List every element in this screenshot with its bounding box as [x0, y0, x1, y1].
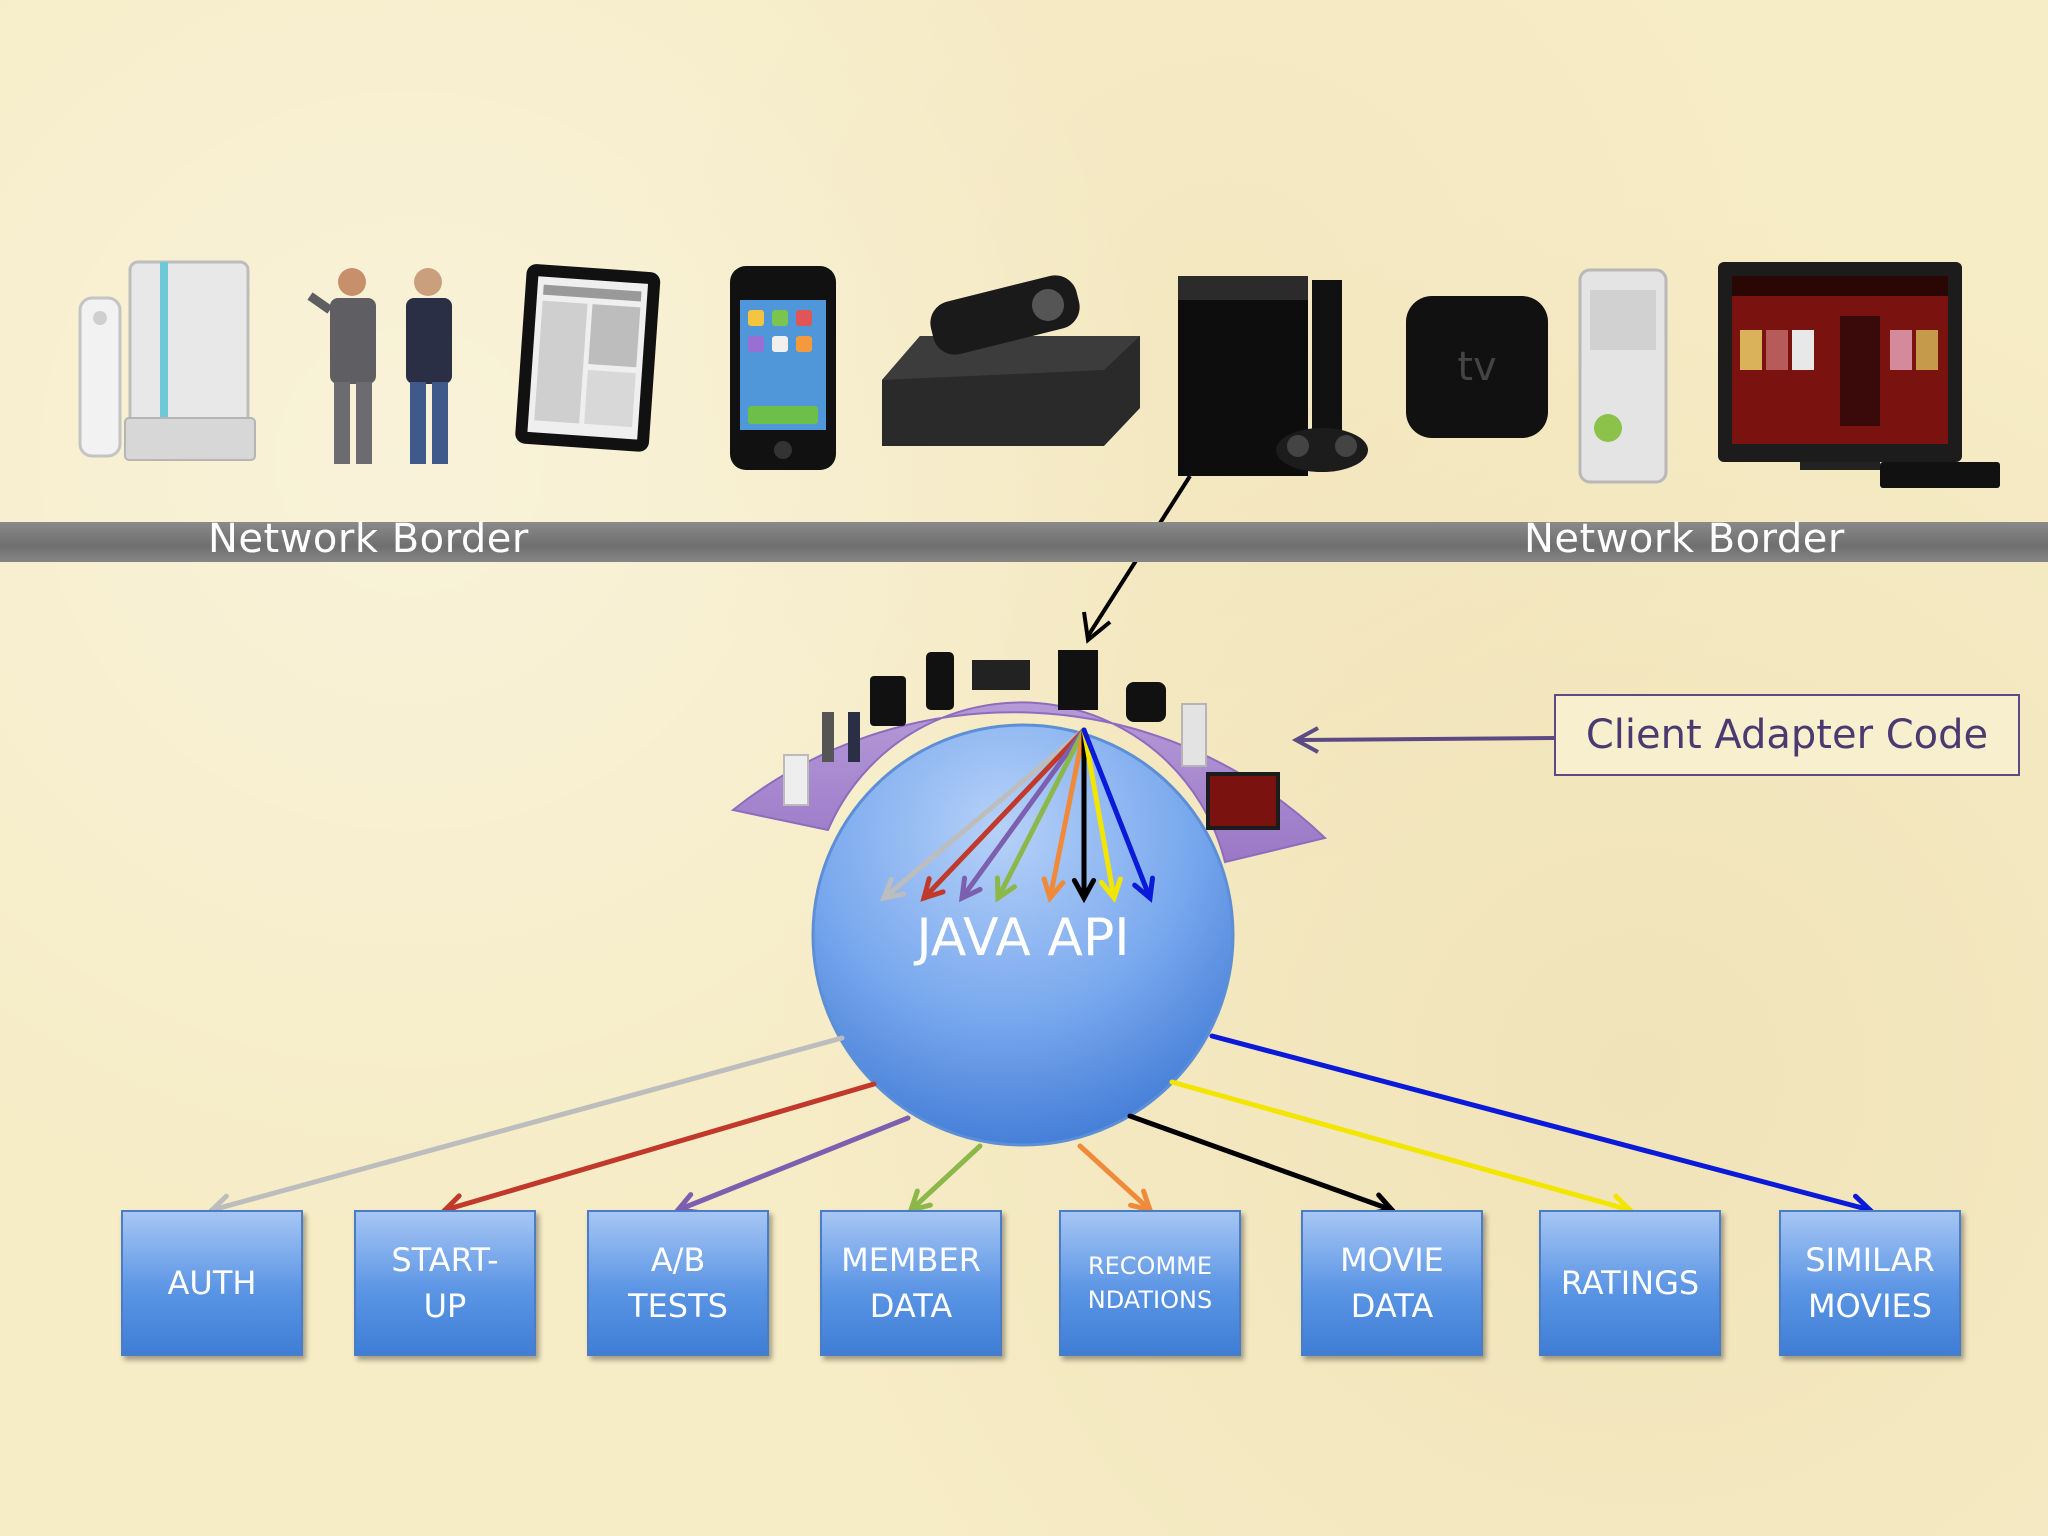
service-movie-data: MOVIE DATA [1301, 1210, 1483, 1356]
tv-icon [1718, 262, 2000, 488]
service-startup: START- UP [354, 1210, 536, 1356]
service-arrows [206, 1033, 1876, 1218]
internal-arrow-0 [880, 727, 1087, 902]
mini-roku-icon [972, 660, 1030, 690]
service-similar-movies: SIMILAR MOVIES [1779, 1210, 1961, 1356]
mini-tv-icon [1206, 772, 1280, 830]
internal-arrow-6 [1081, 727, 1123, 904]
internal-arrow-1 [920, 727, 1087, 902]
device-row: tv [78, 260, 2000, 488]
internal-arrow-2 [958, 727, 1087, 903]
internal-arrows [880, 727, 1156, 904]
service-auth: AUTH [121, 1210, 303, 1356]
mini-device-icons [783, 650, 1280, 830]
client-adapter-callout: Client Adapter Code [1554, 694, 2020, 776]
service-arrow-1 [439, 1081, 877, 1217]
client-adapter-fan [730, 701, 1328, 864]
internal-arrow-5 [1071, 727, 1097, 904]
service-recommendations: RECOMME NDATIONS [1059, 1210, 1241, 1356]
internal-arrow-4 [1041, 727, 1087, 904]
internal-arrow-7 [1081, 727, 1156, 903]
mini-iphone-icon [926, 652, 954, 710]
xbox-360-icon [1578, 268, 1668, 484]
mini-people-icon [822, 712, 834, 762]
mini-apple-tv-icon [1126, 682, 1166, 722]
wii-icon [78, 260, 256, 461]
apple-tv-icon: tv [1406, 296, 1548, 438]
network-border-band [0, 522, 2048, 562]
internal-arrow-3 [994, 727, 1087, 903]
service-ratings: RATINGS [1539, 1210, 1721, 1356]
service-member-data: MEMBER DATA [820, 1210, 1002, 1356]
roku-icon [882, 275, 1140, 446]
service-arrow-4 [1077, 1143, 1154, 1214]
mini-ipad-icon [870, 676, 906, 726]
network-border-left-label: Network Border [208, 516, 529, 562]
java-api-circle [811, 723, 1235, 1147]
network-border-right-label: Network Border [1524, 516, 1845, 562]
playstation-3-icon [1178, 276, 1368, 476]
people-icon [307, 268, 452, 464]
client-adapter-callout-arrow [1291, 726, 1555, 754]
mini-wii-icon [783, 754, 809, 806]
iphone-icon [730, 266, 836, 470]
service-arrow-6 [1169, 1079, 1636, 1218]
service-arrow-7 [1209, 1033, 1876, 1218]
service-ab-tests: A/B TESTS [587, 1210, 769, 1356]
service-arrow-3 [907, 1143, 983, 1214]
ipad-icon [515, 264, 661, 452]
java-api-label: JAVA API [916, 908, 1130, 968]
mini-xbox-icon [1181, 703, 1207, 767]
svg-text:tv: tv [1457, 344, 1496, 390]
mini-ps3-icon [1058, 650, 1098, 710]
